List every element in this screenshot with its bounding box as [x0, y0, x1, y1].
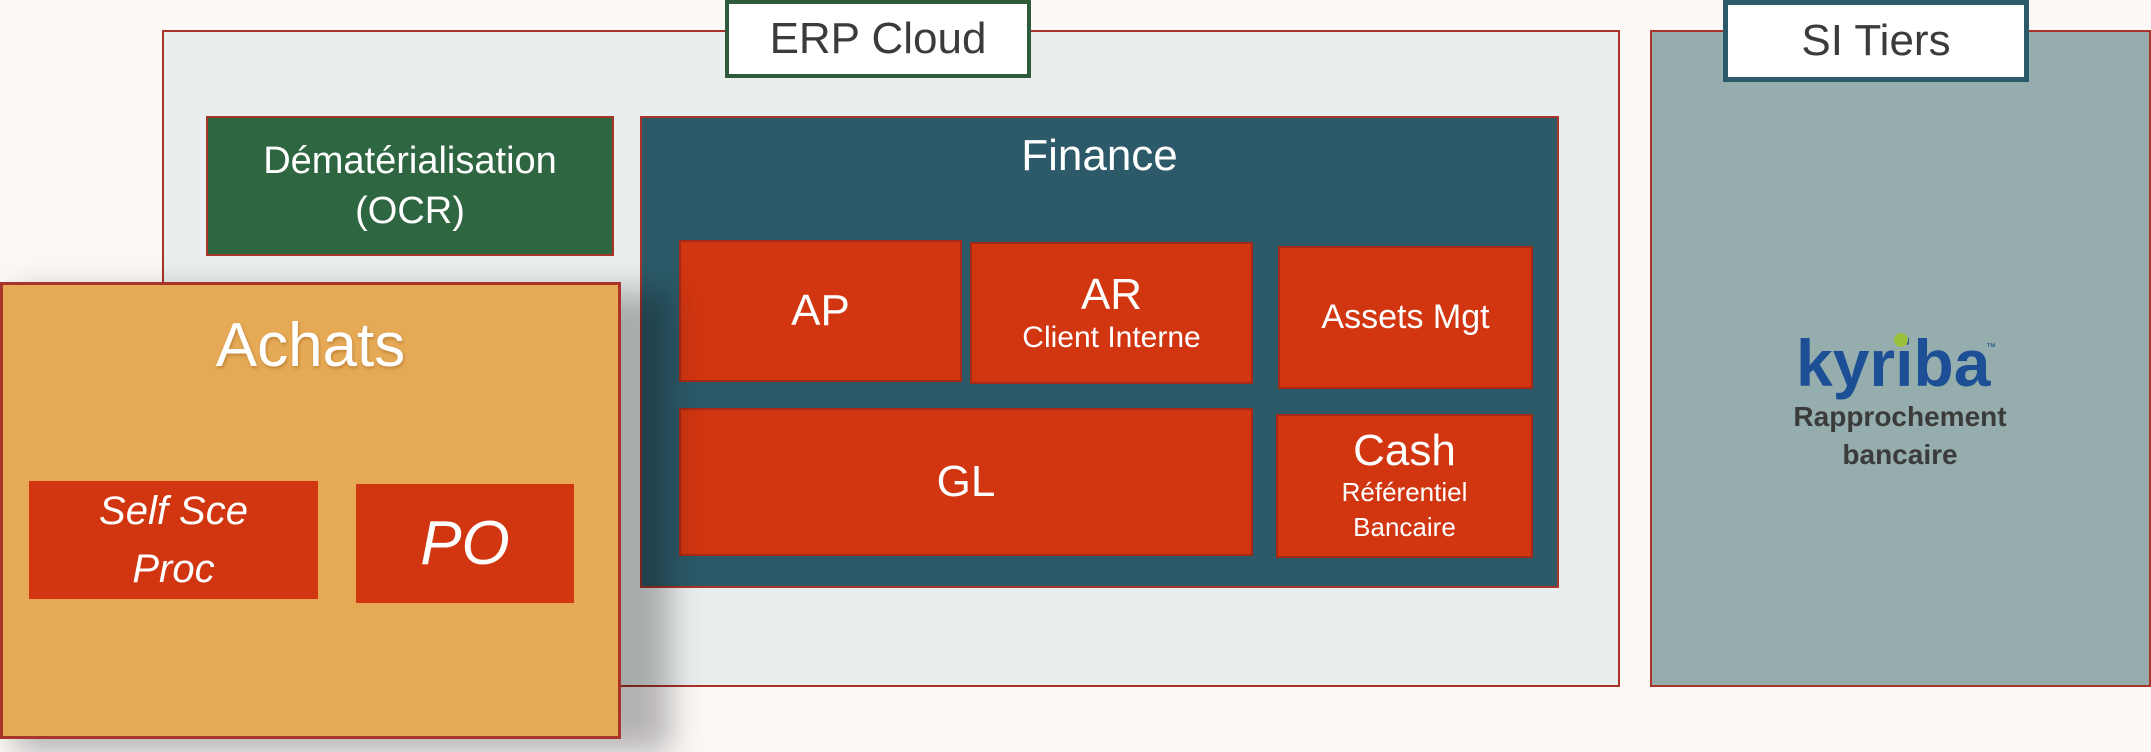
cash-subtitle: Référentiel Bancaire: [1342, 475, 1468, 545]
self-service-label-line2: Proc: [132, 547, 215, 591]
ar-label: AR: [1080, 270, 1143, 319]
ap-label: AP: [791, 286, 850, 335]
kyriba-caption-line2: bancaire: [1842, 439, 1958, 470]
assets-mgt-label: Assets Mgt: [1321, 298, 1490, 336]
po-module: PO: [356, 484, 574, 603]
kyriba-wordmark: kyriba: [1796, 326, 1992, 400]
trademark-icon: ™: [1986, 342, 1996, 353]
kyriba-caption-line1: Rapprochement: [1793, 401, 2007, 432]
si-tiers-container: [1650, 30, 2151, 687]
erp-cloud-title-text: ERP Cloud: [769, 14, 987, 63]
cash-module: Cash Référentiel Bancaire: [1276, 414, 1533, 558]
dematerialisation-box: Dématérialisation (OCR): [206, 116, 614, 256]
kyriba-caption: Rapprochement bancaire: [1740, 396, 2060, 476]
si-tiers-title-text: SI Tiers: [1801, 16, 1951, 65]
self-service-procurement-module: Self Sce Proc: [29, 481, 318, 599]
finance-title: Finance: [1021, 131, 1178, 180]
ar-subtitle: Client Interne: [1022, 321, 1201, 354]
cash-subtitle-line1: Référentiel: [1341, 477, 1468, 507]
dematerialisation-label: Dématérialisation: [263, 140, 557, 182]
kyriba-dot-icon: [1894, 333, 1908, 347]
self-service-label-line1: Self Sce: [99, 489, 248, 533]
gl-label: GL: [936, 457, 996, 506]
assets-mgt-module: Assets Mgt: [1278, 246, 1533, 389]
achats-title: Achats: [215, 310, 406, 380]
ap-module: AP: [679, 240, 962, 382]
si-tiers-title: SI Tiers: [1723, 0, 2029, 82]
ar-module: AR Client Interne: [970, 242, 1253, 384]
dematerialisation-ocr-label: (OCR): [355, 190, 465, 232]
gl-module: GL: [679, 408, 1253, 556]
kyriba-logo: kyriba ™: [1796, 326, 1996, 400]
cash-subtitle-line2: Bancaire: [1353, 512, 1456, 542]
po-label: PO: [420, 509, 510, 578]
cash-label: Cash: [1353, 426, 1456, 475]
erp-cloud-title: ERP Cloud: [725, 0, 1031, 78]
